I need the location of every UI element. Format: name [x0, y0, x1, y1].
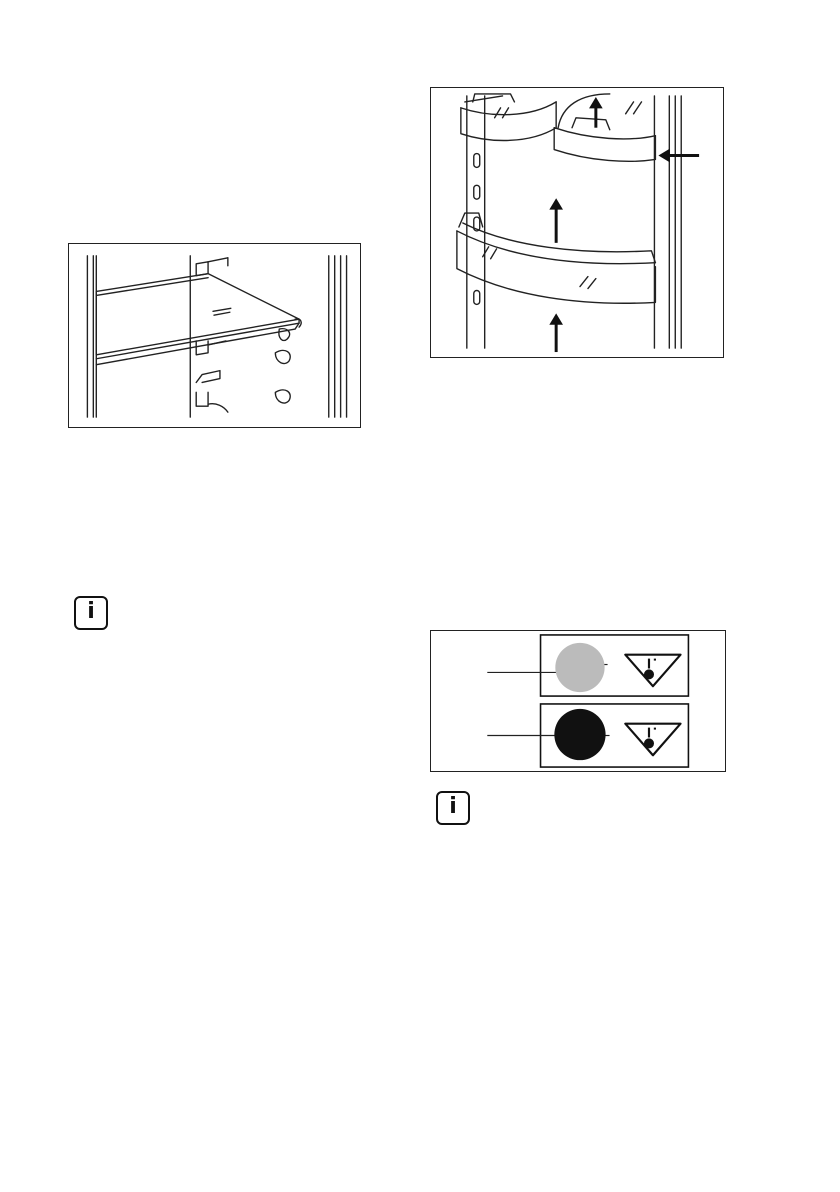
indicator-light-off [554, 709, 605, 760]
shelf-figure [68, 243, 361, 428]
fast-freeze-icon [625, 655, 680, 687]
door-balcony-figure [430, 87, 724, 358]
indicator-panel-figure [430, 630, 726, 772]
indicator-panel [431, 631, 725, 771]
shelf-illustration [69, 244, 360, 427]
door-balcony-illustration [431, 88, 723, 357]
info-glyph: i [438, 794, 468, 820]
info-glyph: i [76, 599, 106, 625]
indicator-light-on [555, 643, 604, 692]
info-icon: i [74, 596, 108, 630]
fast-freeze-icon [625, 724, 680, 756]
info-icon: i [436, 791, 470, 825]
